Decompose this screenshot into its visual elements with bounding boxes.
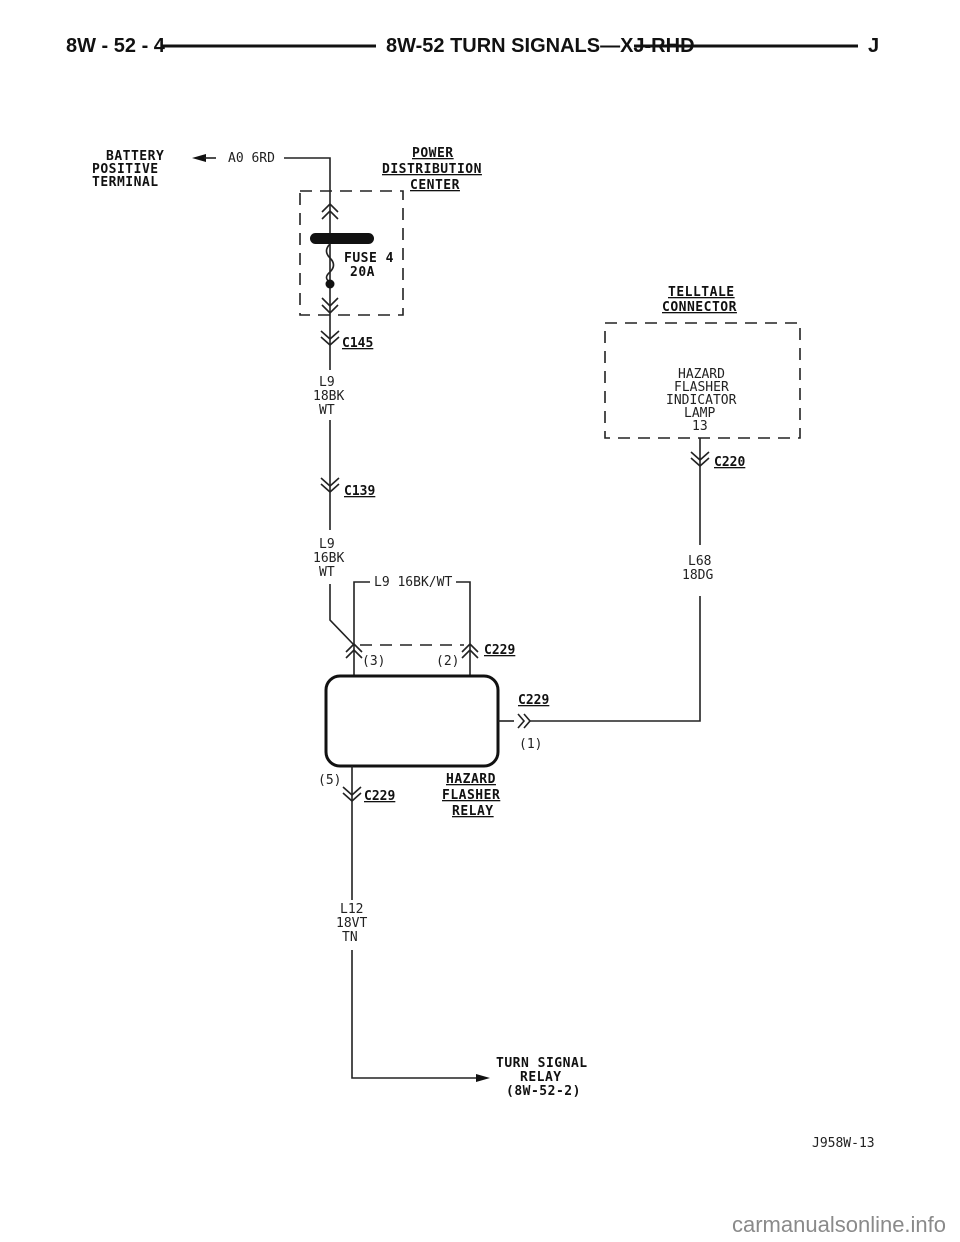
pdc-boundary [299,190,404,316]
wire-l12-circuit: L12 [340,902,363,917]
fuse-rating: 20A [350,265,375,280]
destination-line3: (8W-52-2) [506,1084,581,1099]
hazard-flasher-relay-body [324,674,500,768]
wire-a0-label: A0 6RD [228,151,275,166]
lamp-pin-number: 13 [692,419,708,434]
relay-title-line2: FLASHER [442,788,500,803]
lamp-label-line1: HAZARD [678,367,725,382]
connector-c229-right-label: C229 [518,693,549,708]
wire-l68-circuit: L68 [688,554,711,569]
pdc-title-line2: DISTRIBUTION [382,162,482,177]
connector-c229-pin1-icon [517,713,526,729]
destination-line1: TURN SIGNAL [496,1056,588,1071]
page-header: 8W - 52 - 4 8W-52 TURN SIGNALS—XJ-RHD J [66,35,879,57]
lamp-label-line4: LAMP [684,406,715,421]
arrow-icon [192,154,206,162]
battery-label-line2: POSITIVE [92,162,159,177]
connector-c229-pin5-icon [342,786,362,797]
pin-5-label: (5) [318,773,341,788]
lamp-label-line3: INDICATOR [666,393,737,408]
telltale-boundary [604,322,801,439]
watermark: carmanualsonline.info [732,1212,946,1237]
figure-id: J958W-13 [812,1136,875,1151]
connector-c145-icon [320,330,340,341]
connector-c139-label: C139 [344,484,375,499]
wire-l68-gauge: 18DG [682,568,713,583]
connector-c229-pin3-icon [345,642,363,653]
wire-l12-tracer: TN [342,930,358,945]
battery-label-line3: TERMINAL [92,175,159,190]
relay-title-line3: RELAY [452,804,494,819]
pin-2-label: (2) [436,654,459,669]
telltale-connector: TELLTALE CONNECTOR HAZARD FLASHER INDICA… [604,285,801,439]
wire-l9-16-circuit: L9 [319,537,335,552]
connector-icon [321,297,339,308]
connector-c220-label: C220 [714,455,745,470]
relay-title-line1: HAZARD [446,772,496,787]
pin-1-label: (1) [519,737,542,752]
lamp-label-line2: FLASHER [674,380,729,395]
telltale-title-line1: TELLTALE [668,285,735,300]
wire-l9-18-gauge: 18BK [313,389,344,404]
connector-c139-icon [320,477,340,488]
wire-l12-gauge: 18VT [336,916,367,931]
connector-c145-label: C145 [342,336,373,351]
wire-l9-16-tracer: WT [319,565,335,580]
wire-l9-16-gauge: 16BK [313,551,344,566]
connector-c229-bottom-label: C229 [364,789,395,804]
connector-c229-top-label: C229 [484,643,515,658]
page-number: 8W - 52 - 4 [66,35,166,57]
bus-bar [310,233,374,244]
section-letter: J [868,35,879,57]
fuse-icon [325,243,335,283]
page-title: 8W-52 TURN SIGNALS—XJ-RHD [386,35,695,57]
connector-icon [321,202,339,213]
wire-l9-splice-label: L9 16BK/WT [374,575,452,590]
destination-line2: RELAY [520,1070,562,1085]
wire-l9-18-circuit: L9 [319,375,335,390]
arrow-icon [476,1074,490,1082]
pdc-title-line3: CENTER [410,178,460,193]
battery-positive-terminal: BATTERY POSITIVE TERMINAL A0 6RD [92,149,331,370]
pdc-title-line1: POWER [412,146,454,161]
connector-c220-icon [690,451,710,462]
connector-c229-pin2-icon [461,642,479,653]
fuse-label: FUSE 4 [344,251,394,266]
power-distribution-center: POWER DISTRIBUTION CENTER FUSE 4 20A [299,146,482,316]
pin-3-label: (3) [362,654,385,669]
telltale-title-line2: CONNECTOR [662,300,737,315]
wire-l9-18-tracer: WT [319,403,335,418]
battery-label-line1: BATTERY [106,149,164,164]
